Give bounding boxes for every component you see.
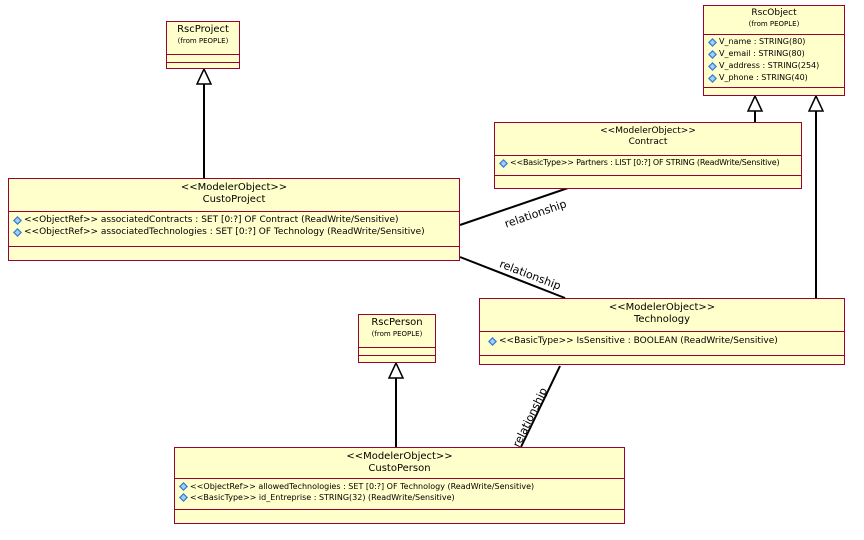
class-technology[interactable]: <<ModelerObject>> Technology <<BasicType… <box>479 298 845 365</box>
attribute-row: <<BasicType>> IsSensitive : BOOLEAN (Rea… <box>480 335 844 347</box>
attributes-compartment <box>359 347 435 355</box>
attribute-text: V_email : STRING(80) <box>719 49 805 58</box>
class-name: RscObject <box>751 8 797 18</box>
operations-compartment <box>480 355 844 356</box>
class-name: Technology <box>633 314 690 325</box>
class-rscperson[interactable]: RscPerson (from PEOPLE) <box>358 314 436 363</box>
operations-compartment <box>704 87 844 88</box>
attribute-row: <<BasicType>> id_Entreprise : STRING(32)… <box>175 492 624 503</box>
operations-compartment <box>175 509 624 510</box>
attributes-compartment: V_name : STRING(80) V_email : STRING(80)… <box>704 34 844 87</box>
class-name: CustoProject <box>202 194 266 205</box>
attribute-row: V_address : STRING(254) <box>704 60 844 72</box>
generalization-arrowhead <box>746 94 764 112</box>
class-stereotype: <<ModelerObject>> <box>608 302 716 313</box>
attribute-row: <<BasicType>> Partners : LIST [0:?] OF S… <box>495 157 801 169</box>
attribute-text: <<BasicType>> Partners : LIST [0:?] OF S… <box>510 158 780 167</box>
class-contract[interactable]: <<ModelerObject>> Contract <<BasicType>>… <box>494 122 802 189</box>
attribute-icon <box>179 493 188 502</box>
attribute-text: V_phone : STRING(40) <box>719 73 808 82</box>
attribute-icon <box>708 49 717 59</box>
class-rscproject[interactable]: RscProject (from PEOPLE) <box>166 21 240 69</box>
attribute-row: V_phone : STRING(40) <box>704 72 844 84</box>
class-stereotype: <<ModelerObject>> <box>600 126 696 136</box>
attribute-row: <<ObjectRef>> associatedTechnologies : S… <box>9 226 459 238</box>
attribute-text: V_name : STRING(80) <box>719 37 806 46</box>
operations-compartment <box>9 246 459 247</box>
class-custoproject[interactable]: <<ModelerObject>> CustoProject <<ObjectR… <box>8 178 460 261</box>
class-name: CustoPerson <box>368 463 431 474</box>
attribute-icon <box>13 215 22 225</box>
attribute-icon <box>488 336 497 346</box>
class-stereotype: <<ModelerObject>> <box>180 182 288 193</box>
attribute-icon <box>708 61 717 71</box>
generalization-arrowhead <box>807 94 825 112</box>
association-line-project-technology <box>459 256 566 299</box>
class-custoperson[interactable]: <<ModelerObject>> CustoPerson <<ObjectRe… <box>174 447 625 524</box>
operations-compartment <box>167 62 239 63</box>
package-origin: (from PEOPLE) <box>748 20 800 28</box>
generalization-arrowhead <box>387 361 405 379</box>
attribute-icon <box>499 158 508 168</box>
class-name: Contract <box>628 137 668 147</box>
association-line-project-contract <box>459 187 569 226</box>
attribute-row: V_name : STRING(80) <box>704 36 844 48</box>
attribute-icon <box>13 227 22 237</box>
attributes-compartment <box>167 54 239 62</box>
attribute-text: <<BasicType>> id_Entreprise : STRING(32)… <box>190 493 455 502</box>
attribute-text: <<ObjectRef>> allowedTechnologies : SET … <box>190 482 535 491</box>
class-name: RscProject <box>177 24 229 35</box>
package-origin: (from PEOPLE) <box>371 330 423 338</box>
attributes-compartment: <<ObjectRef>> allowedTechnologies : SET … <box>175 478 624 509</box>
class-name: RscPerson <box>371 317 423 328</box>
attribute-row: <<ObjectRef>> allowedTechnologies : SET … <box>175 481 624 492</box>
attribute-row: <<ObjectRef>> associatedContracts : SET … <box>9 214 459 226</box>
attribute-text: <<BasicType>> IsSensitive : BOOLEAN (Rea… <box>499 336 778 346</box>
package-origin: (from PEOPLE) <box>177 37 229 45</box>
generalization-arrowhead <box>195 67 213 85</box>
operations-compartment <box>359 355 435 356</box>
attribute-icon <box>708 73 717 83</box>
attribute-icon <box>708 37 717 47</box>
class-rscobject[interactable]: RscObject (from PEOPLE) V_name : STRING(… <box>703 5 845 96</box>
attribute-text: V_address : STRING(254) <box>719 61 820 70</box>
operations-compartment <box>495 175 801 176</box>
attributes-compartment: <<ObjectRef>> associatedContracts : SET … <box>9 211 459 246</box>
association-line-person-technology <box>520 365 561 448</box>
attributes-compartment: <<BasicType>> Partners : LIST [0:?] OF S… <box>495 155 801 175</box>
attribute-row: V_email : STRING(80) <box>704 48 844 60</box>
attribute-text: <<ObjectRef>> associatedContracts : SET … <box>24 215 399 225</box>
attribute-text: <<ObjectRef>> associatedTechnologies : S… <box>24 227 425 237</box>
attributes-compartment: <<BasicType>> IsSensitive : BOOLEAN (Rea… <box>480 331 844 355</box>
class-stereotype: <<ModelerObject>> <box>346 451 453 462</box>
attribute-icon <box>179 482 188 491</box>
